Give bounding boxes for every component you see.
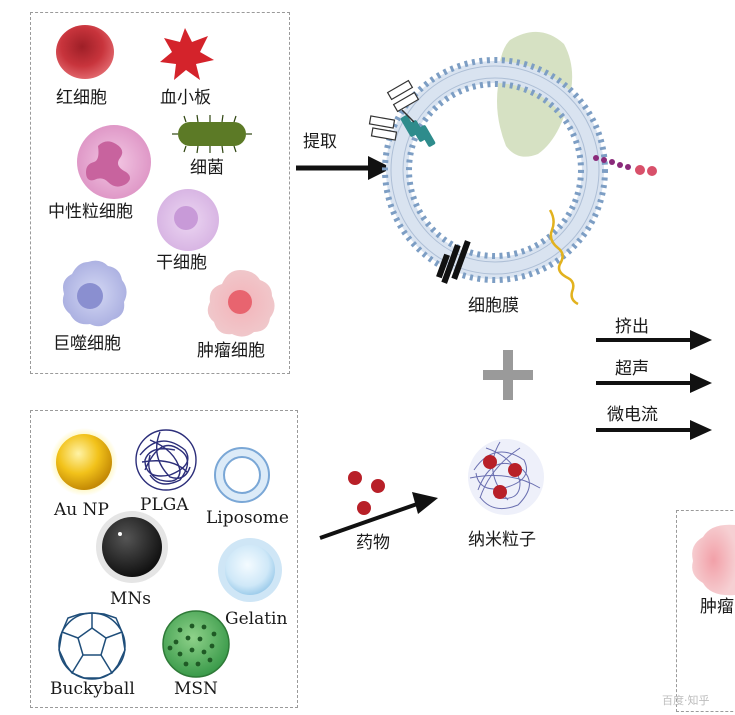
extract-arrow bbox=[296, 156, 392, 180]
label-tumor-partial: 肿瘤 bbox=[700, 597, 734, 617]
mns-icon bbox=[96, 511, 168, 583]
label-gelatin: Gelatin bbox=[225, 609, 288, 629]
label-liposome: Liposome bbox=[206, 508, 289, 528]
label-plga: PLGA bbox=[140, 495, 189, 515]
plga-icon bbox=[135, 429, 197, 491]
label-macrophage: 巨噬细胞 bbox=[53, 334, 121, 354]
ultrasound-arrow bbox=[596, 373, 712, 393]
label-buckyball: Buckyball bbox=[50, 679, 135, 699]
label-extract: 提取 bbox=[303, 132, 337, 152]
drug-loaded-nanoparticle-icon bbox=[468, 439, 544, 515]
label-drug: 药物 bbox=[356, 533, 390, 553]
label-membrane: 细胞膜 bbox=[468, 296, 519, 316]
extrusion-arrow bbox=[596, 330, 712, 350]
gold-nanoparticle-icon bbox=[50, 428, 118, 496]
liposome-icon bbox=[214, 447, 270, 503]
label-nanoparticle: 纳米粒子 bbox=[468, 530, 536, 550]
label-extrusion: 挤出 bbox=[615, 317, 649, 337]
microfluidics-arrow bbox=[596, 420, 712, 440]
label-mns: MNs bbox=[110, 589, 152, 609]
label-au-np: Au NP bbox=[54, 500, 109, 520]
buckyball-icon bbox=[58, 612, 126, 680]
gelatin-icon bbox=[218, 538, 282, 602]
label-rbc: 红细胞 bbox=[56, 88, 107, 108]
watermark: 百度·知乎 bbox=[662, 694, 710, 707]
bacteria-icon bbox=[172, 114, 252, 154]
drug-molecules-icon bbox=[348, 471, 385, 515]
tumor-box-partial bbox=[676, 510, 735, 712]
label-stem-cell: 干细胞 bbox=[156, 253, 207, 273]
macrophage-icon bbox=[62, 260, 127, 327]
label-microfluidics: 微电流 bbox=[607, 405, 658, 425]
label-ultrasound: 超声 bbox=[615, 359, 649, 379]
label-tumor-cell: 肿瘤细胞 bbox=[197, 341, 265, 361]
tumor-icon-partial bbox=[692, 524, 735, 596]
cell-membrane-vesicle bbox=[368, 31, 657, 306]
label-platelet: 血小板 bbox=[160, 88, 211, 108]
label-neutrophil: 中性粒细胞 bbox=[48, 202, 133, 222]
platelet-icon bbox=[160, 28, 214, 80]
nanoparticle-box bbox=[30, 410, 298, 708]
neutrophil-icon bbox=[77, 125, 151, 199]
stem-cell-icon bbox=[157, 189, 219, 251]
rbc-icon bbox=[56, 25, 114, 79]
label-msn: MSN bbox=[174, 679, 218, 699]
plus-icon bbox=[483, 350, 533, 400]
tumor-cell-icon bbox=[207, 270, 275, 337]
cell-source-box bbox=[30, 12, 290, 374]
label-bacteria: 细菌 bbox=[190, 158, 224, 178]
msn-icon bbox=[162, 610, 230, 678]
drug-arrow bbox=[319, 492, 438, 540]
